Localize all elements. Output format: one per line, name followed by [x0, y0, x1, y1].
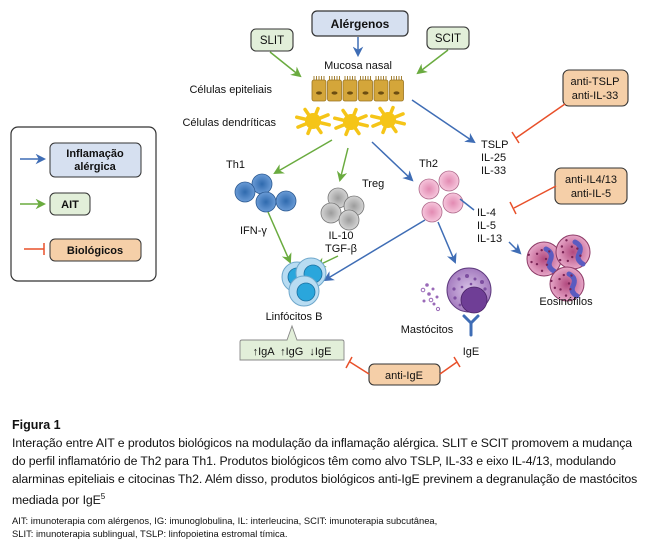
- arrow-dc-th1: [273, 139, 333, 175]
- abbreviations-line-2: SLIT: imunoterapia sublingual, TSLP: lin…: [12, 528, 288, 540]
- il13-label: IL-13: [477, 233, 502, 245]
- legend-label-biologics: Biológicos: [67, 245, 123, 257]
- slit-box: SLIT: [250, 28, 294, 52]
- inhibition-bar-ige-left: [345, 356, 353, 369]
- figure-caption: Figura 1 Interação entre AIT e produtos …: [12, 418, 640, 540]
- abbreviations-line-1: AIT: imunoterapia com alérgenos, IG: imu…: [12, 515, 438, 527]
- eosinophils-label: Eosinófilos: [539, 296, 593, 308]
- legend-label-inflammation-2: alérgica: [74, 161, 116, 173]
- mast-cells-label: Mastócitos: [401, 324, 454, 336]
- epithelial-cell: [358, 76, 373, 102]
- ige-label: IgE: [463, 346, 480, 358]
- epithelial-cells-icon: [311, 76, 404, 102]
- ige-receptor-icon: [462, 314, 480, 337]
- epithelial-cell: [327, 76, 342, 102]
- th1-label: Th1: [226, 159, 245, 171]
- legend-item-biologics: Biológicos: [24, 238, 142, 262]
- dendritic-cell: [370, 105, 406, 135]
- il10-label: IL-10: [328, 230, 353, 242]
- legend-label-inflammation-1: Inflamação: [66, 148, 124, 160]
- allergic-inflammation-diagram: Inflamação alérgica AIT Biológicos Alérg…: [10, 10, 629, 386]
- epithelial-label: Células epiteliais: [189, 84, 272, 96]
- th1-cells-icon: [234, 173, 297, 213]
- arrow-th2-mast: [437, 221, 457, 264]
- dendritic-label: Células dendríticas: [182, 117, 276, 129]
- anti-tslp-box: anti-TSLP anti-IL-33: [562, 69, 629, 107]
- mast-cell-icon: [420, 267, 492, 314]
- arrow-th1-bcell: [267, 211, 292, 264]
- dendritic-cells-icon: [295, 105, 406, 137]
- b-cells-label: Linfócitos B: [266, 311, 323, 323]
- ifn-gamma-label: IFN-γ: [240, 225, 267, 237]
- epithelial-cell: [389, 76, 404, 102]
- eosinophils-icon: [526, 234, 591, 302]
- allergens-box: Alérgenos: [311, 10, 409, 37]
- inhibition-anti-ige-right: [439, 361, 458, 375]
- epithelial-cell: [311, 76, 327, 102]
- b-cells-icon: [281, 257, 327, 307]
- anti-il33-label: anti-IL-33: [572, 90, 618, 102]
- mucosa-label: Mucosa nasal: [324, 60, 392, 72]
- legend-item-ait: AIT: [20, 192, 91, 216]
- caption-body-text: Interação entre AIT e produtos biológico…: [12, 436, 638, 508]
- arrow-dc-th2: [371, 141, 414, 182]
- anti-il4-box: anti-IL4/13 anti-IL-5: [554, 167, 628, 205]
- anti-ige-box: anti-IgE: [368, 363, 441, 386]
- dendritic-cell: [333, 107, 369, 137]
- legend-label-ait: AIT: [61, 199, 79, 211]
- allergens-label: Alérgenos: [331, 17, 390, 31]
- caption-abbreviations: AIT: imunoterapia com alérgenos, IG: imu…: [12, 514, 640, 540]
- ig-effects-label: ↑IgA ↑IgG ↓IgE: [253, 346, 332, 358]
- tslp-label: TSLP: [481, 139, 509, 151]
- ig-effects-callout: ↑IgA ↑IgG ↓IgE: [239, 324, 345, 361]
- arrow-dc-treg: [336, 147, 349, 183]
- anti-il5-label: anti-IL-5: [571, 188, 611, 200]
- arrow-il13-eos: [508, 241, 522, 255]
- line-th2-il4: [459, 198, 475, 211]
- anti-ige-label: anti-IgE: [385, 370, 423, 382]
- dendritic-cell: [295, 106, 331, 136]
- eosinophil-cell: [549, 266, 585, 302]
- th2-label: Th2: [419, 158, 438, 170]
- eosinophil-cell: [526, 241, 562, 277]
- caption-reference: 5: [100, 492, 106, 501]
- legend: Inflamação alérgica AIT Biológicos: [10, 126, 157, 282]
- treg-label: Treg: [362, 178, 384, 190]
- il5-label: IL-5: [477, 220, 496, 232]
- caption-body: Interação entre AIT e produtos biológico…: [12, 434, 640, 509]
- anti-tslp-label: anti-TSLP: [571, 76, 620, 88]
- epithelial-cell: [342, 76, 358, 102]
- arrow-th2-bcell: [323, 219, 426, 282]
- arrow-scit-epithelium: [416, 49, 449, 75]
- anti-il4-13-label: anti-IL4/13: [565, 174, 617, 186]
- il33-label: IL-33: [481, 165, 506, 177]
- inhibition-bar-ige-right: [453, 356, 461, 368]
- th2-cells-icon: [418, 170, 464, 223]
- inhibition-anti-ige-left: [349, 361, 370, 375]
- inhibition-anti-il4: [513, 185, 557, 209]
- inhibition-anti-tslp: [515, 103, 566, 139]
- slit-label: SLIT: [260, 35, 284, 47]
- il4-label: IL-4: [477, 207, 496, 219]
- inhibition-bar-il4: [509, 201, 517, 215]
- scit-box: SCIT: [426, 26, 470, 50]
- arrow-slit-epithelium: [269, 51, 302, 78]
- il25-label: IL-25: [481, 152, 506, 164]
- eosinophil-cell: [555, 234, 591, 270]
- epithelial-cell: [373, 76, 389, 102]
- inhibition-bar-tslp: [511, 131, 520, 144]
- tgf-beta-label: TGF-β: [325, 243, 357, 255]
- caption-title: Figura 1: [12, 418, 61, 432]
- arrow-epithelium-tslp: [411, 99, 476, 144]
- scit-label: SCIT: [435, 33, 461, 45]
- treg-cells-icon: [320, 187, 365, 231]
- legend-item-inflammation: Inflamação alérgica: [20, 142, 142, 178]
